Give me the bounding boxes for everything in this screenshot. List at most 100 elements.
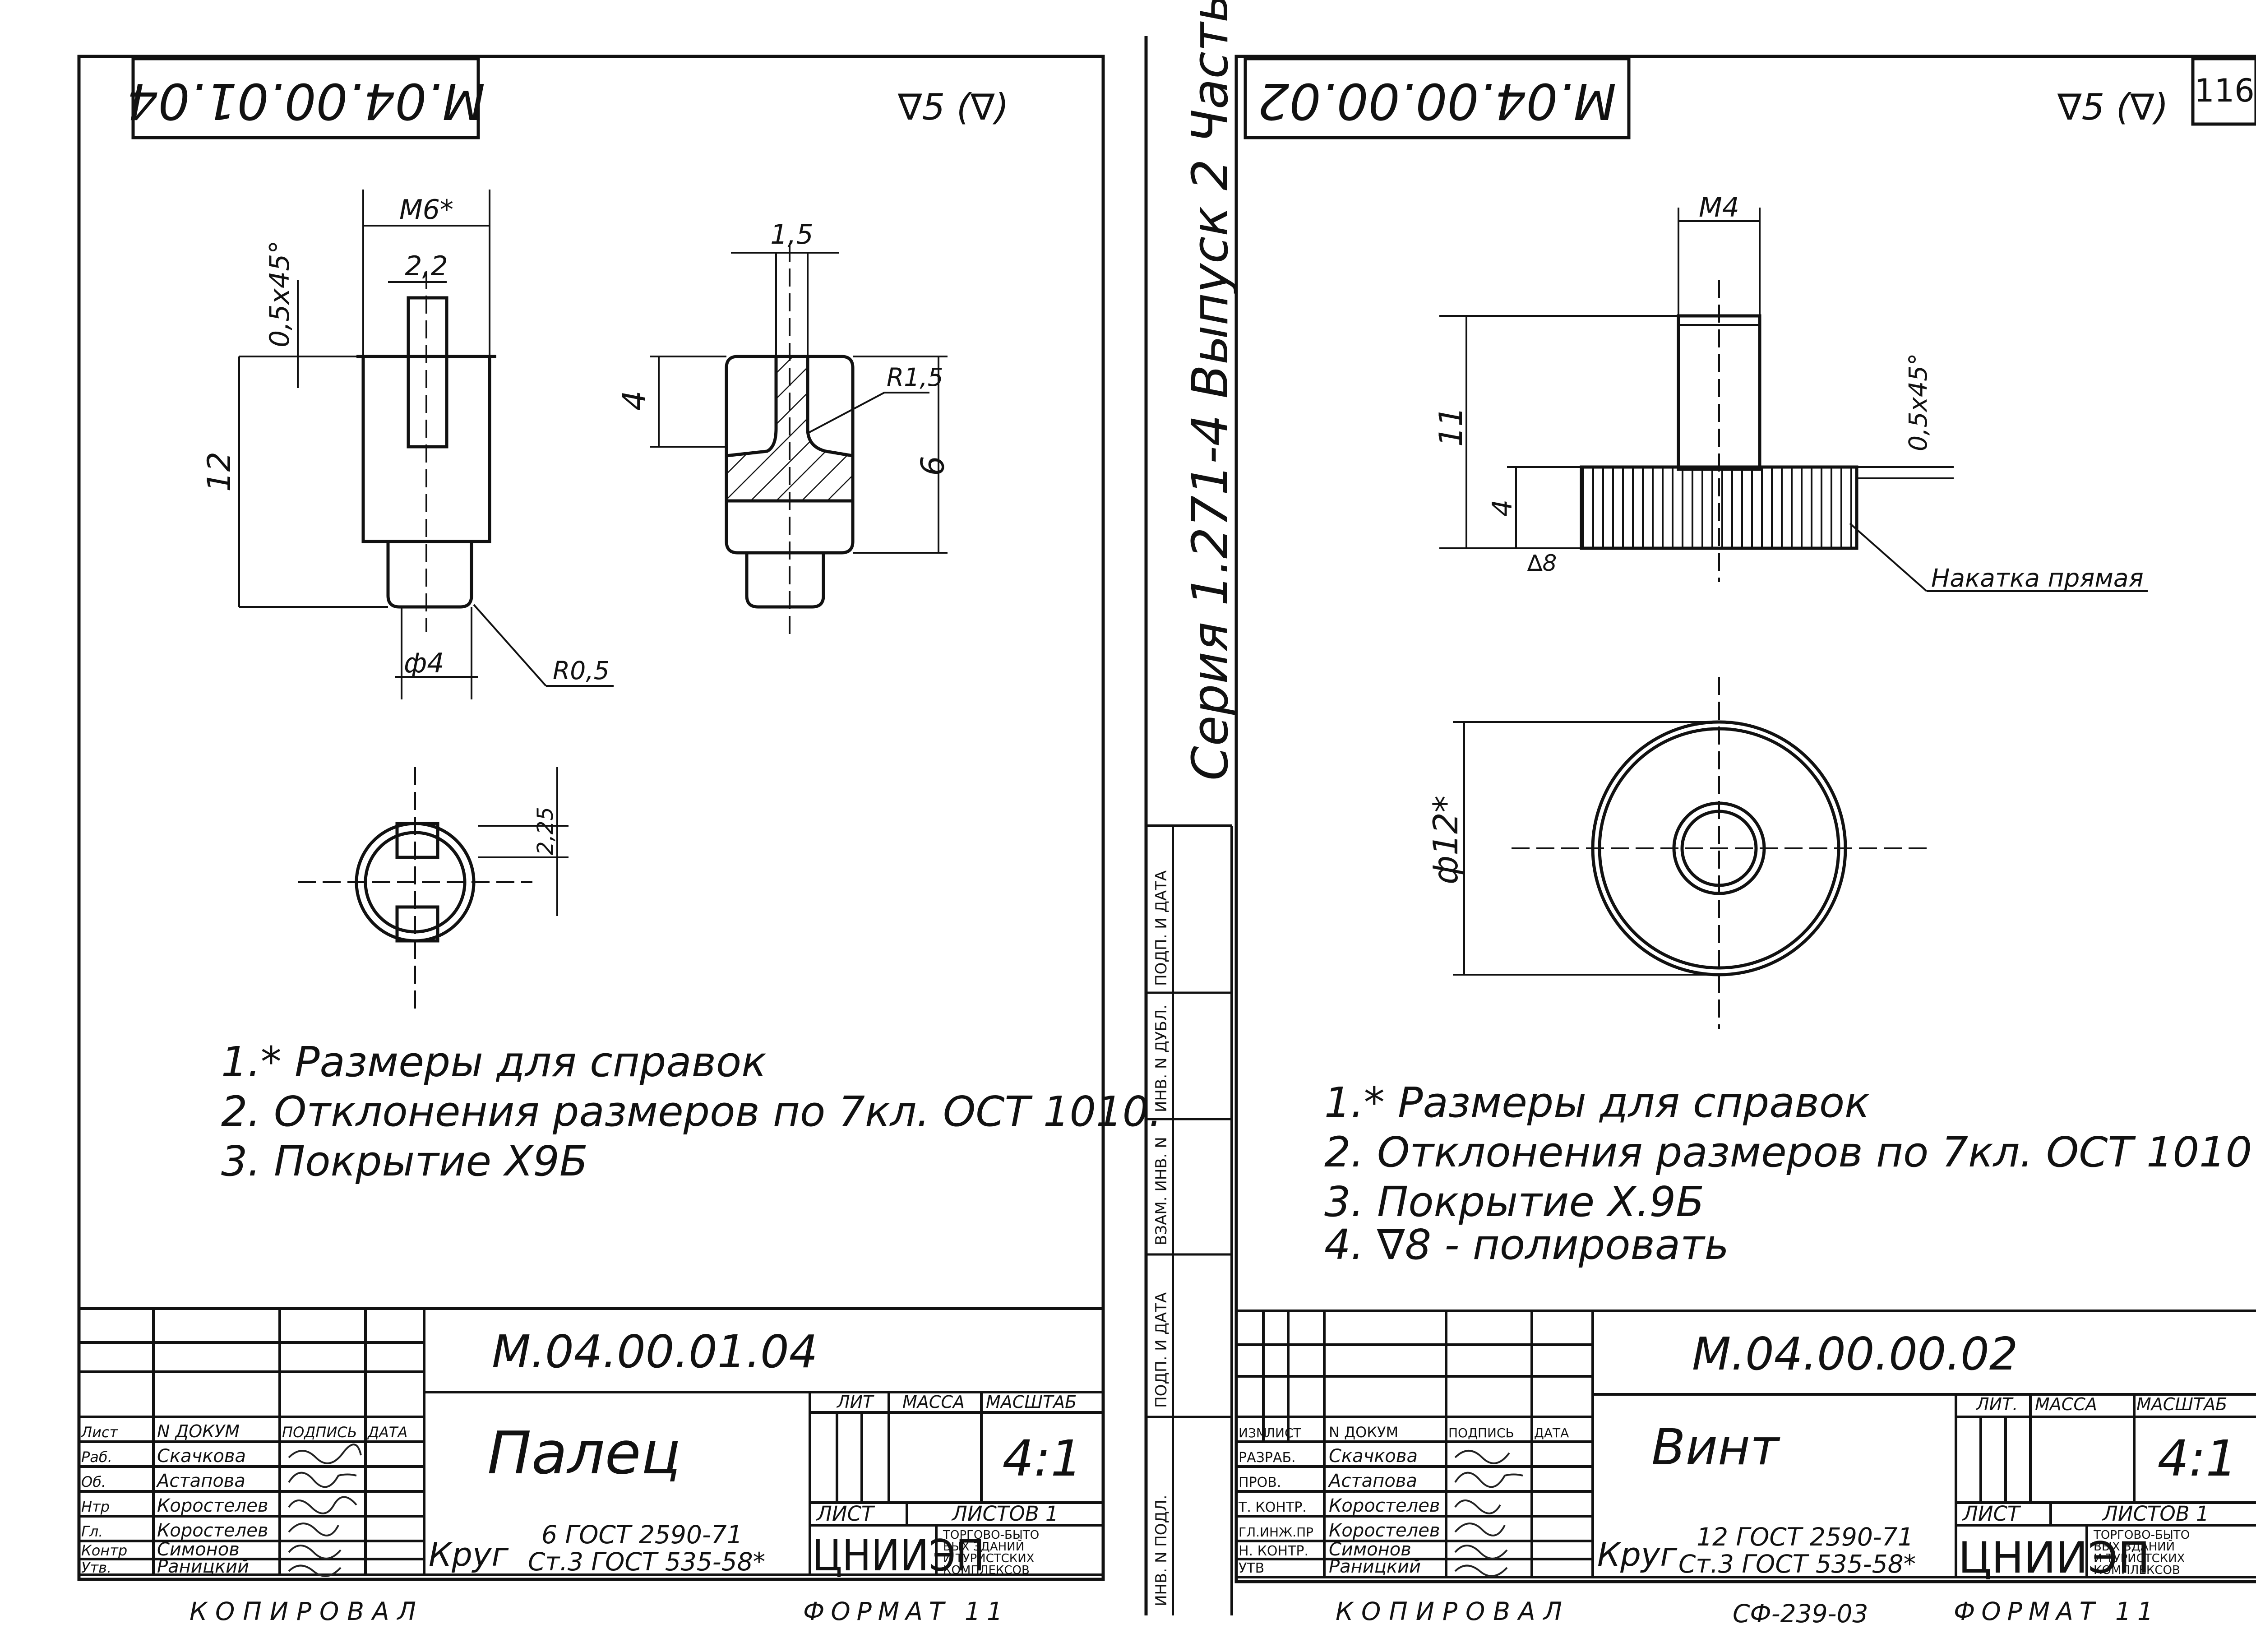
right-title-code: М.04.00.00.02 [1692,1328,2018,1380]
left-role-0: Лист [81,1424,118,1441]
right-part-name: Винт [1651,1418,1780,1476]
right-list-header: ЛИСТ [1266,1425,1302,1440]
left-person-4: Симонов [157,1539,240,1560]
right-note-2: 2. Отклонения размеров по 7кл. ОСТ 1010 [1324,1128,2252,1176]
left-material-3: Ст.3 ГОСТ 535-58* [528,1547,765,1576]
right-institute: ЦНИИЭП [1958,1533,2150,1583]
right-role-4: Н. КОНТР. [1239,1543,1308,1559]
right-top-code: М.04.00.00.02 [1258,72,1617,130]
right-institute-line-2: ВЫХ ЗДАНИЙ [2094,1539,2175,1554]
finger-side-view [238,190,614,699]
right-material-2: 12 ГОСТ 2590-71 [1697,1522,1914,1551]
dim-11: 11 [1433,407,1470,447]
finger-section-view [650,244,948,641]
left-sheet-label: ЛИСТ [816,1502,875,1526]
right-title-block [1236,1310,2256,1578]
right-sheet-label: ЛИСТ [1962,1502,2021,1526]
right-sheet: М.04.00.00.02 ∇5 (∇) 116 М4 11 4 0,5x45° [1234,55,2256,1628]
left-role-2: Об. [81,1473,106,1490]
right-person-3: Коростелев [1329,1520,1440,1541]
right-role-5: УТВ [1239,1560,1264,1576]
left-lit-header: ЛИТ [836,1392,874,1412]
right-top-code-box [1244,57,1631,139]
dim-12: 12 [201,452,238,492]
left-roughness: ∇5 (∇) [897,86,1009,128]
right-person-2: Коростелев [1329,1495,1440,1516]
right-role-3: ГЛ.ИНЖ.ПР [1239,1525,1313,1540]
right-izm-header: ИЗМ [1239,1425,1267,1440]
left-institute-line-2: ВЫХ ЗДАНИЙ [943,1539,1024,1554]
dim-polish: ∆8 [1527,550,1557,576]
right-role-0: РАЗРАБ. [1239,1450,1296,1466]
left-institute: ЦНИИЭП [812,1531,985,1581]
left-copied: КОПИРОВАЛ [190,1597,424,1626]
left-institute-line-3: И ТУРИСТСКИХ [943,1552,1034,1565]
right-material-3: Ст.3 ГОСТ 535-58* [1678,1550,1916,1578]
dim-r15: R1,5 [887,363,943,392]
knurl-label: Накатка прямая [1931,564,2144,592]
right-person-5: Раницкий [1329,1556,1421,1577]
right-material-1: Круг [1597,1536,1678,1573]
right-sheets-label: ЛИСТОВ 1 [2102,1502,2209,1526]
right-mass-header: МАССА [2035,1394,2097,1414]
right-nodoc-header: N ДОКУМ [1329,1424,1398,1441]
right-border [1234,55,2256,1583]
left-material-1: Круг [429,1536,509,1573]
right-institute-line-1: ТОРГОВО-БЫТО [2093,1528,2190,1542]
left-nodoc-header: N ДОКУМ [157,1421,240,1441]
right-scale-header: МАСШТАБ [2136,1394,2227,1414]
dim-1-5: 1,5 [770,219,813,250]
stamp-inv-podl: ИНВ. N ПОДЛ. [1152,1495,1170,1606]
page-number: 116 [2194,72,2255,109]
left-date-header: ДАТА [367,1424,407,1441]
left-note-3: 3. Покрытие Х9Б [221,1137,588,1185]
left-scale-header: МАСШТАБ [986,1392,1077,1412]
dim-phi4: ф4 [404,648,444,679]
screw-end-view [1453,677,1931,1029]
left-format: ФОРМАТ 11 [803,1597,1009,1626]
left-top-code-box [131,57,480,139]
left-person-5: Раницкий [157,1556,249,1577]
right-institute-line-3: И ТУРИСТСКИХ [2094,1552,2185,1565]
right-note-3: 3. Покрытие Х.9Б [1324,1178,1704,1226]
dim-2-2: 2,2 [405,250,448,282]
stamp-podp-data-1: ПОДП. И ДАТА [1152,1292,1170,1408]
right-date-header: ДАТА [1534,1425,1569,1440]
left-scale: 4:1 [1002,1430,1082,1487]
right-format: ФОРМАТ 11 [1954,1597,2159,1626]
right-doc-code: СФ-239-03 [1733,1599,1868,1628]
left-person-0: Скачкова [157,1446,246,1467]
left-part-name: Палец [487,1419,681,1487]
right-person-0: Скачкова [1329,1446,1418,1467]
left-title-block [79,1307,1103,1576]
left-institute-line-1: ТОРГОВО-БЫТО [943,1528,1039,1542]
dim-chamfer: 0,5x45° [264,241,296,347]
right-person-1: Астапова [1327,1471,1417,1491]
right-person-4: Симонов [1329,1539,1411,1560]
left-role-4: Гл. [81,1523,103,1540]
left-role-6: Утв. [81,1559,111,1576]
left-sheet: М.04.00.01.04 ∇5 (∇) М6* 2,2 0,5x45 [77,55,1162,1626]
finger-end-view [298,767,569,1011]
left-sheets-label: ЛИСТОВ 1 [951,1502,1059,1526]
left-person-3: Коростелев [157,1520,268,1541]
dim-9: 9 [913,456,950,476]
page-number-box [2191,57,2256,126]
left-institute-line-4: КОМПЛЕКСОВ [943,1564,1030,1577]
left-border [77,55,1105,1581]
dim-2-25: 2,25 [533,807,558,855]
right-note-1: 1.* Размеры для справок [1324,1078,1870,1127]
right-role-1: ПРОВ. [1239,1475,1281,1490]
stamp-vzam-inv: ВЗАМ. ИНВ. N [1152,1137,1170,1245]
left-material-2: 6 ГОСТ 2590-71 [541,1520,743,1549]
left-title-code: М.04.00.01.04 [492,1325,818,1378]
dim-chamfer-right: 0,5x45° [1904,353,1932,451]
right-role-2: Т. КОНТР. [1238,1499,1307,1515]
dim-phi12: ф12* [1426,796,1465,884]
dim-4: 4 [616,390,653,411]
left-role-3: Нтр [81,1498,110,1515]
series-text: Серия 1.271-4 Выпуск 2 Часть I [1181,0,1239,781]
right-roughness: ∇5 (∇) [2057,86,2168,128]
side-strip: Серия 1.271-4 Выпуск 2 Часть I ИНВ. N ПО… [1144,0,1239,1615]
